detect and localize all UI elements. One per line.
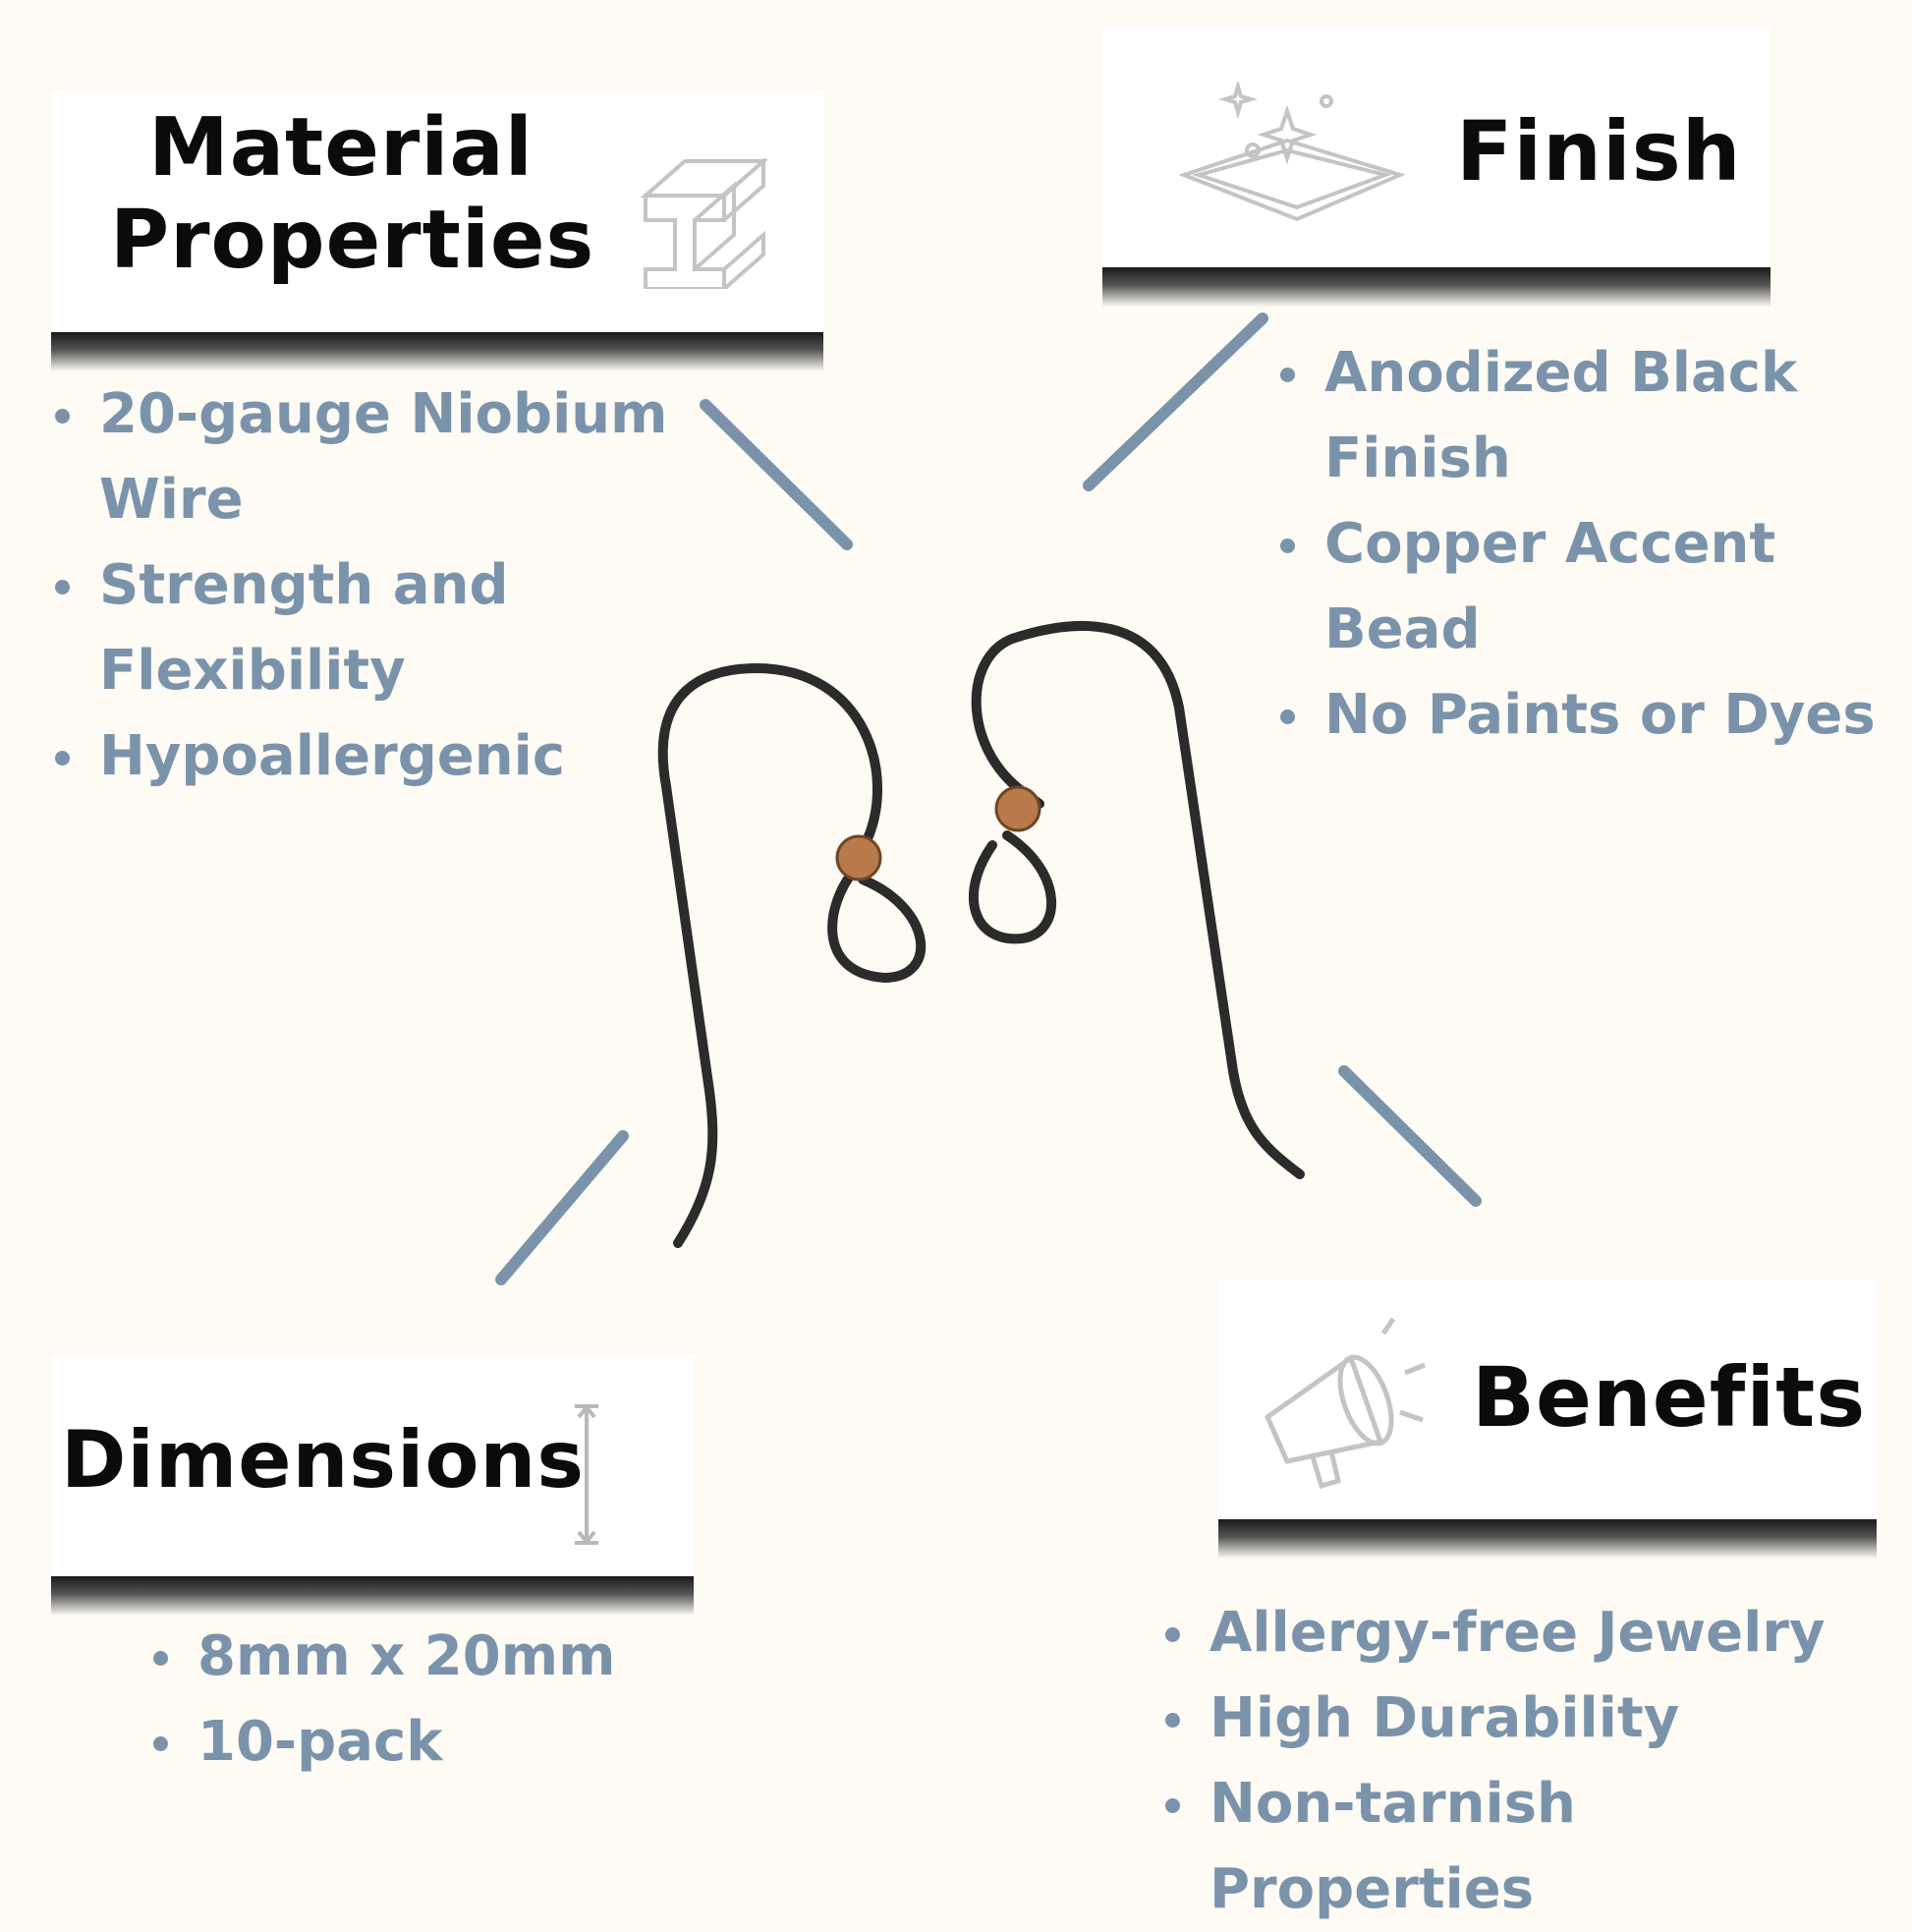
- connector-benefits: [1338, 1065, 1482, 1207]
- sparkle-surface-icon: [1179, 82, 1405, 229]
- benefits-list: Allergy-free Jewelry High Durability Non…: [1165, 1590, 1892, 1932]
- list-item: Allergy-free Jewelry: [1165, 1590, 1892, 1676]
- finish-title: Finish: [1456, 103, 1742, 199]
- material-properties-list: 20-gauge Niobium Wire Strength and Flexi…: [55, 371, 802, 799]
- list-item: 20-gauge Niobium: [55, 371, 802, 457]
- material-title-line1: Material: [148, 101, 534, 195]
- dimensions-panel-shadow: [51, 1576, 694, 1616]
- list-item: Strength and Flexibility: [55, 542, 802, 713]
- steel-beam-icon: [636, 127, 773, 289]
- benefits-panel-shadow: [1218, 1519, 1877, 1559]
- material-properties-title: Material Properties: [110, 101, 595, 288]
- material-panel-shadow: [51, 332, 823, 371]
- list-item: Wire: [55, 457, 802, 542]
- right-earring-loop: [968, 830, 1056, 944]
- finish-panel: Finish: [1102, 28, 1771, 307]
- finish-panel-shadow: [1102, 267, 1771, 307]
- list-item: 8mm x 20mm: [153, 1614, 664, 1699]
- left-earring-loop: [827, 865, 927, 984]
- list-item: Finish: [1324, 426, 1511, 490]
- dimensions-panel: Dimensions: [51, 1356, 694, 1616]
- material-title-line2: Properties: [110, 194, 595, 288]
- dimensions-title: Dimensions: [61, 1414, 585, 1506]
- list-item: No Paints or Dyes: [1280, 672, 1909, 758]
- benefits-panel: Benefits: [1218, 1279, 1877, 1559]
- list-item: Anodized Black: [1280, 330, 1909, 416]
- list-item: 10-pack: [153, 1699, 664, 1785]
- material-properties-panel: Material Properties: [51, 92, 823, 371]
- connector-dimensions: [495, 1130, 629, 1285]
- list-item: High Durability: [1165, 1676, 1892, 1761]
- dimensions-list: 8mm x 20mm 10-pack: [153, 1614, 664, 1785]
- list-item: Copper Accent: [1280, 501, 1909, 587]
- vertical-measure-icon: [572, 1403, 601, 1546]
- list-item: Bead: [1324, 597, 1481, 661]
- benefits-title: Benefits: [1472, 1349, 1867, 1446]
- left-copper-bead: [835, 834, 882, 881]
- megaphone-icon: [1258, 1314, 1439, 1491]
- list-item: Non-tarnish Properties: [1165, 1761, 1892, 1932]
- right-copper-bead: [994, 785, 1041, 832]
- finish-list: Anodized Black Finish Copper Accent Bead…: [1280, 330, 1909, 758]
- list-item-continuation: Wire: [99, 468, 244, 532]
- right-earring-wire: [971, 620, 1305, 1179]
- connector-finish: [1083, 313, 1268, 491]
- list-item: Hypoallergenic: [55, 713, 802, 799]
